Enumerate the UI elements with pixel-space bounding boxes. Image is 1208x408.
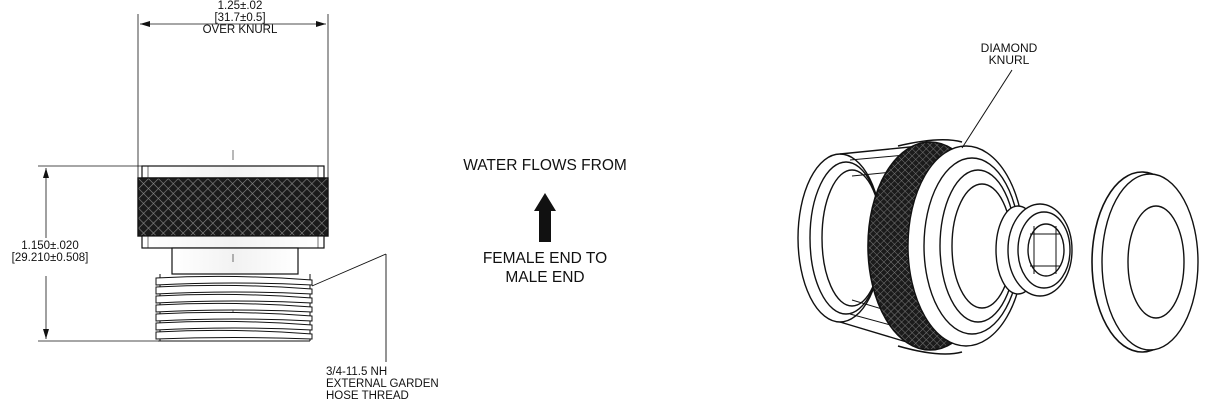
height-metric: [29.210±0.508]	[11, 252, 89, 264]
flow-line-2: MALE END	[505, 269, 585, 286]
flow-arrow-icon	[534, 193, 556, 242]
width-note: OVER KNURL	[202, 24, 278, 36]
flow-direction: FEMALE END TO MALE END	[430, 249, 660, 287]
flow-line-1: FEMALE END TO	[482, 250, 608, 267]
thread-spec: 3/4-11.5 NH	[326, 366, 388, 378]
knurl-line-2: KNURL	[988, 53, 1030, 67]
height-value: 1.150±.020	[21, 240, 79, 252]
thread-callout: 3/4-11.5 NH EXTERNAL GARDEN HOSE THREAD	[326, 366, 439, 402]
flow-heading: WATER FLOWS FROM	[463, 157, 627, 174]
knurl-line-1: DIAMOND	[980, 41, 1038, 55]
knurl-callout: DIAMOND KNURL	[966, 42, 1052, 66]
width-dimension-label: 1.25±.02 [31.7±0.5] OVER KNURL	[150, 0, 330, 36]
isometric-view	[797, 69, 1199, 355]
thread-section	[155, 274, 313, 342]
width-metric: [31.7±0.5]	[214, 12, 266, 24]
width-value: 1.25±.02	[217, 0, 263, 12]
side-view	[38, 14, 387, 362]
height-dimension-label: 1.150±.020 [29.210±0.508]	[4, 240, 96, 264]
thread-desc-1: EXTERNAL GARDEN	[326, 378, 439, 390]
thread-desc-2: HOSE THREAD	[326, 390, 409, 402]
